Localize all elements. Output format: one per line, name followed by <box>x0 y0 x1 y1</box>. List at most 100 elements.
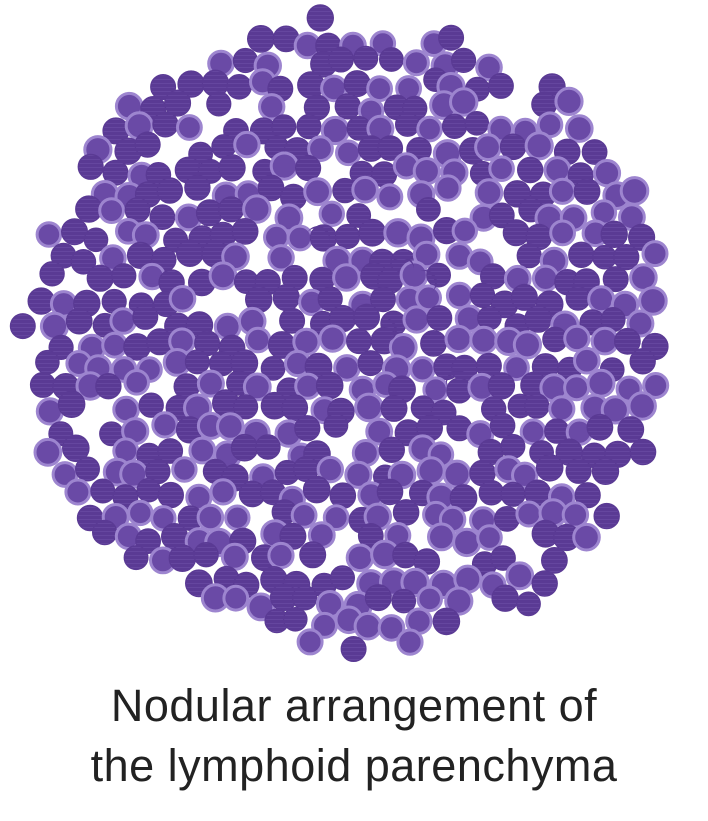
crescent-cell <box>382 318 397 342</box>
lymphocyte-cell <box>617 416 645 443</box>
lymphocyte-cell <box>77 153 104 180</box>
lymphocyte-cell <box>379 47 404 72</box>
lymphocyte-cell <box>581 139 608 165</box>
lymphocyte-cell <box>370 286 397 313</box>
lymphocyte-cell <box>572 522 601 552</box>
lymphocyte-cell <box>184 174 211 201</box>
lymphocyte-cell <box>334 223 361 250</box>
lymphocyte-cell <box>442 459 472 489</box>
lymphocyte-cell <box>255 434 281 460</box>
lymphocyte-cell <box>39 261 65 287</box>
lymphocyte-cell <box>627 391 657 421</box>
lymphocyte-cell <box>426 305 453 331</box>
lymphocyte-cell <box>512 330 543 360</box>
lymphocyte-cell <box>343 70 371 98</box>
lymphocyte-cell <box>83 227 109 253</box>
lymphocyte-cell <box>600 220 628 248</box>
lymphocyte-cell <box>317 286 343 312</box>
lymphocyte-cell <box>469 325 499 355</box>
lymphocyte-cell <box>376 183 404 211</box>
lymphocyte-cell <box>346 328 372 355</box>
lymphocyte-cell <box>510 283 538 311</box>
lymphocyte-cell <box>9 313 36 340</box>
lymphocyte-cell <box>164 89 192 117</box>
lymphocyte-cell <box>629 438 657 466</box>
lymphocyte-cell <box>474 133 502 162</box>
lymphocyte-cell <box>216 412 245 441</box>
lymphocyte-cell <box>244 326 272 354</box>
lymphocyte-cell <box>515 500 543 528</box>
lymphocyte-cell <box>327 46 354 73</box>
lymphocyte-cell <box>29 371 56 398</box>
lymphocyte-cell <box>395 111 421 137</box>
lymphocyte-cell <box>412 240 441 269</box>
lymphocyte-cell <box>297 71 325 99</box>
lymphocyte-cell <box>290 502 318 529</box>
lymphocyte-cell <box>500 433 526 459</box>
lymphocyte-cell <box>206 91 232 117</box>
lymphocyte-cell <box>573 346 601 375</box>
caption-line-2: the lymphoid parenchyma <box>90 740 618 791</box>
lymphocyte-cell <box>196 369 225 398</box>
lymphocyte-cell <box>175 239 204 268</box>
lymphocyte-cell <box>299 541 327 569</box>
lymphocyte-cell <box>445 281 474 310</box>
lymphocyte-cell <box>281 394 309 422</box>
lymphocyte-cell <box>590 326 620 356</box>
lymphocyte-cell <box>171 456 198 483</box>
lymphocyte-cell <box>315 371 344 400</box>
lymphocyte-cell <box>306 4 334 32</box>
lymphocyte-cell <box>64 478 92 506</box>
lymphocyte-cell <box>242 194 272 224</box>
lymphocyte-cell <box>491 584 519 612</box>
lymphocyte-cell <box>316 455 344 484</box>
lymphocyte-cell <box>426 262 452 288</box>
lymphocyte-cell <box>524 393 550 419</box>
lymphocyte-cell <box>302 475 331 504</box>
lymphocyte-cell <box>123 545 149 571</box>
lymphocyte-cell <box>62 434 90 463</box>
lymphocyte-cell <box>444 586 474 616</box>
lymphocyte-cell <box>193 542 219 568</box>
lymphocyte-cell <box>209 478 237 506</box>
lymphocyte-cell <box>377 614 406 642</box>
lymphocyte-cell <box>318 324 347 353</box>
lymphocyte-cell <box>138 392 164 418</box>
lymphocyte-cell <box>230 433 259 462</box>
caption: Nodular arrangement of the lymphoid pare… <box>0 676 708 796</box>
lymphocyte-cell <box>573 178 601 205</box>
lymphocyte-cell <box>152 111 179 138</box>
cell-group <box>9 4 670 662</box>
lymphocyte-cell <box>57 390 86 418</box>
lymphocyte-cell <box>396 628 424 656</box>
lymphocyte-cell <box>474 178 504 207</box>
lymphocyte-cell <box>272 284 300 312</box>
lymphocyte-cell <box>444 324 473 354</box>
lymphocyte-cell <box>451 217 478 245</box>
crescent-cell <box>419 270 437 293</box>
lymphocyte-cell <box>353 45 379 71</box>
crescent-cell <box>306 226 330 243</box>
lymphocyte-cell <box>123 369 150 396</box>
lymphocyte-cell <box>74 456 100 482</box>
lymphocyte-cell <box>282 606 308 632</box>
lymphocyte-cell <box>500 481 526 507</box>
lymphocyte-cell <box>416 585 444 613</box>
lymphocyte-cell <box>574 482 601 509</box>
lymphocyte-cell <box>70 248 97 275</box>
lymphocyte-cell <box>502 219 530 247</box>
lymphocyte-cell <box>323 413 349 438</box>
lymphocyte-cell <box>246 25 275 53</box>
lymphocyte-cell <box>168 285 197 313</box>
lymphocyte-cell <box>332 263 361 292</box>
lymphocyte-cell <box>451 47 477 74</box>
lymphocyte-cell <box>531 264 560 292</box>
lymphocyte-cell <box>233 394 259 420</box>
lymphocyte-cell <box>218 196 245 223</box>
lymphocyte-cell <box>392 499 420 526</box>
lymphocyte-cell <box>452 527 482 558</box>
lymphocyte-cell <box>490 545 516 571</box>
lymphocyte-cell <box>334 93 361 120</box>
lymphocyte-cell <box>86 264 114 292</box>
lymphocyte-cell <box>476 524 503 551</box>
